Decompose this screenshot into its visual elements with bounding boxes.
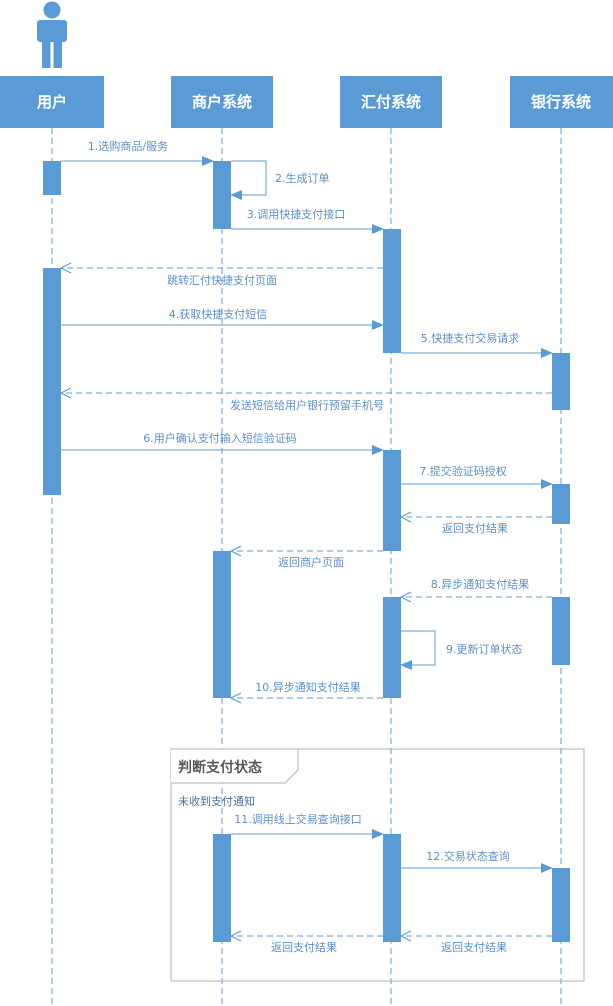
message-label: 7.提交验证码授权 bbox=[419, 464, 507, 478]
message-label: 返回支付结果 bbox=[271, 941, 337, 954]
activation-bar bbox=[213, 161, 231, 229]
message-label: 3.调用快捷支付接口 bbox=[247, 207, 346, 221]
frame-label: 判断支付状态 bbox=[178, 759, 262, 776]
participant-label: 用户 bbox=[37, 93, 67, 111]
participant-label: 汇付系统 bbox=[361, 93, 421, 111]
activation-bars bbox=[43, 161, 570, 942]
message-label: 6.用户确认支付输入短信验证码 bbox=[143, 431, 297, 445]
message-label: 9.更新订单状态 bbox=[446, 642, 523, 656]
person-icon bbox=[37, 1, 67, 68]
alt-frame: 判断支付状态 未收到支付通知 bbox=[170, 748, 585, 982]
activation-bar bbox=[552, 353, 570, 410]
message-label: 发送短信给用户银行预留手机号 bbox=[230, 398, 384, 412]
activation-bar bbox=[43, 161, 61, 195]
message-label: 8.异步通知支付结果 bbox=[431, 577, 530, 591]
message-label: 跳转汇付快捷支付页面 bbox=[167, 273, 277, 287]
participant-bank: 银行系统 bbox=[510, 76, 613, 128]
messages: 1.选购商品/服务 2.生成订单 3.调用快捷支付接口 跳转汇付快捷支付页面 4… bbox=[61, 139, 553, 954]
activation-bar bbox=[383, 450, 401, 551]
message-label: 返回支付结果 bbox=[442, 522, 508, 535]
activation-bar bbox=[213, 834, 231, 942]
activation-bar bbox=[552, 484, 570, 524]
activation-bar bbox=[43, 268, 61, 495]
message-label: 4.获取快捷支付短信 bbox=[169, 307, 268, 321]
activation-bar bbox=[383, 229, 401, 353]
participant-label: 银行系统 bbox=[531, 93, 591, 111]
message-label: 1.选购商品/服务 bbox=[88, 139, 168, 153]
participant-huifu: 汇付系统 bbox=[340, 76, 442, 128]
activation-bar bbox=[552, 868, 570, 942]
participant-merchant: 商户系统 bbox=[171, 76, 273, 128]
activation-bar bbox=[213, 551, 231, 698]
frame-guard: 未收到支付通知 bbox=[178, 794, 255, 808]
message-label: 5.快捷支付交易请求 bbox=[421, 331, 520, 345]
message-label: 10.异步通知支付结果 bbox=[255, 680, 361, 694]
activation-bar bbox=[383, 597, 401, 698]
activation-bar bbox=[552, 597, 570, 665]
message-label: 2.生成订单 bbox=[275, 171, 330, 185]
message-label: 返回商户页面 bbox=[278, 555, 344, 569]
message-label: 12.交易状态查询 bbox=[426, 849, 510, 863]
message-arrow bbox=[230, 160, 267, 200]
message-label: 11.调用线上交易查询接口 bbox=[234, 812, 362, 826]
message-label: 返回支付结果 bbox=[441, 941, 507, 954]
activation-bar bbox=[383, 834, 401, 942]
message-arrow bbox=[400, 630, 436, 670]
participant-user: 用户 bbox=[0, 76, 104, 128]
participant-label: 商户系统 bbox=[192, 93, 252, 111]
